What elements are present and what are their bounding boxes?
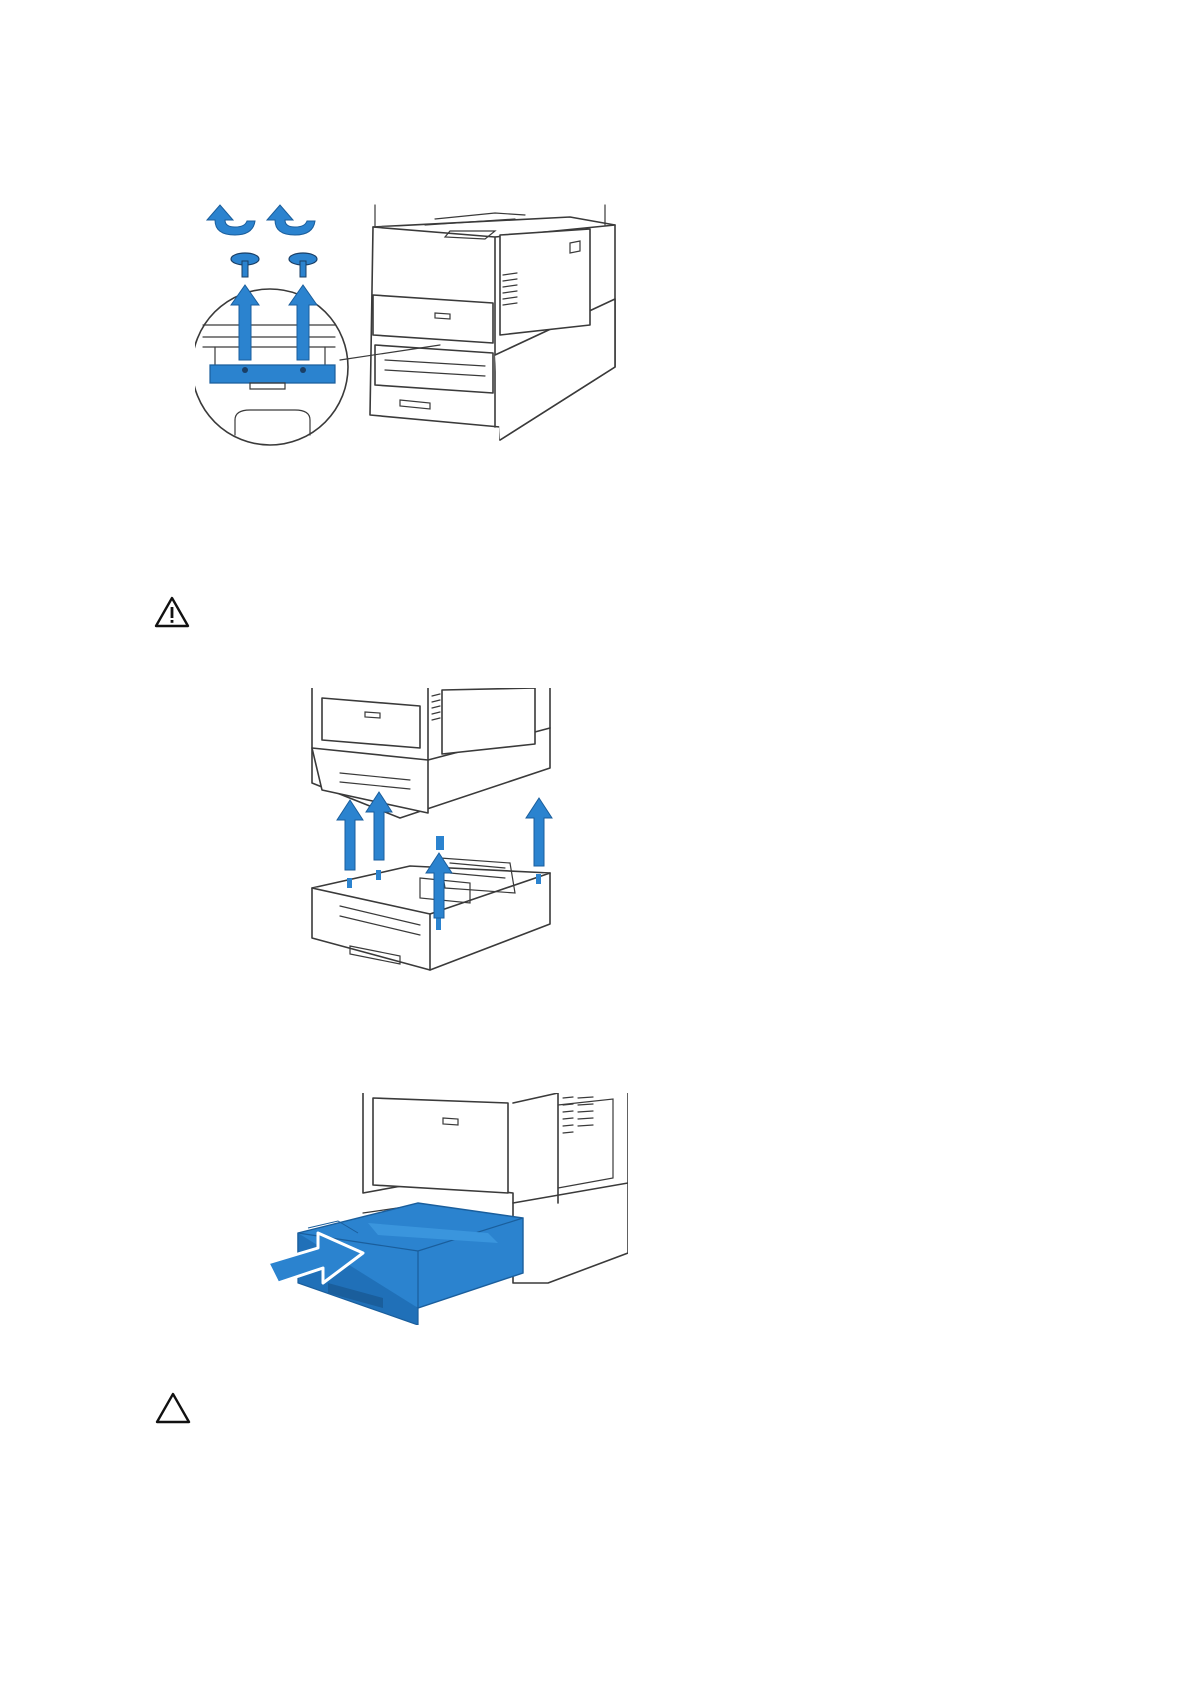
printer-illustration xyxy=(312,688,550,818)
rotate-ccw-icon xyxy=(207,205,315,235)
optional-tray-illustration xyxy=(312,858,550,970)
insert-paper-tray-figure xyxy=(268,1093,628,1325)
printer-illustration xyxy=(370,205,615,440)
warning-icon xyxy=(154,596,190,628)
caution-icon xyxy=(155,1392,191,1424)
remove-screws-figure xyxy=(195,195,635,480)
screw-icon xyxy=(231,253,317,277)
lift-printer-off-tray-figure xyxy=(310,688,560,973)
